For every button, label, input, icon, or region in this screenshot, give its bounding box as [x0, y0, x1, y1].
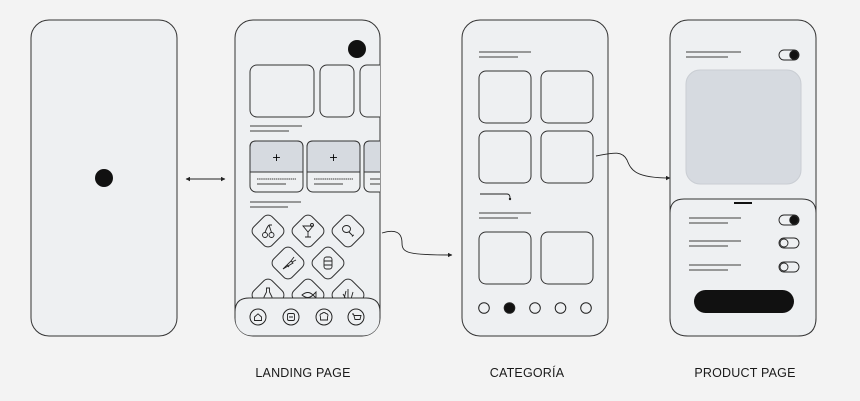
banner-card[interactable]	[319, 64, 355, 118]
add-to-cart-button[interactable]	[694, 290, 794, 313]
caption-product-page: PRODUCT PAGE	[694, 366, 796, 380]
pagination-dot[interactable]	[580, 302, 592, 314]
pagination-dots[interactable]	[478, 302, 592, 314]
toggle-knob	[789, 215, 799, 225]
product-screen	[669, 19, 817, 337]
option-toggle[interactable]	[778, 261, 800, 273]
category-screen	[461, 19, 609, 337]
banner-carousel[interactable]	[249, 64, 400, 118]
nav-cart-icon[interactable]	[347, 308, 365, 326]
product-image	[685, 69, 802, 185]
toggle-knob	[789, 50, 799, 60]
grid-card[interactable]	[478, 70, 532, 124]
bottom-nav-bar	[235, 297, 380, 336]
grid-card[interactable]	[478, 231, 532, 285]
pagination-dot[interactable]	[529, 302, 541, 314]
toggle-knob	[779, 262, 789, 272]
toggle-knob	[779, 238, 789, 248]
chicken-leg-icon[interactable]	[330, 213, 367, 250]
pagination-dot[interactable]	[554, 302, 567, 314]
cherries-icon[interactable]	[250, 213, 287, 250]
carrot-icon[interactable]	[270, 245, 307, 282]
add-icon[interactable]: +	[272, 151, 281, 164]
avatar[interactable]	[348, 40, 366, 58]
grid-card[interactable]	[540, 231, 594, 285]
grid-card[interactable]	[540, 70, 594, 124]
cocktail-icon[interactable]	[290, 213, 327, 250]
banner-card[interactable]	[249, 64, 315, 118]
favorite-toggle[interactable]	[778, 49, 800, 61]
category-product-grid	[478, 70, 594, 184]
caption-category-page: CATEGORÍA	[489, 366, 565, 380]
nav-chef-hat-icon[interactable]	[315, 308, 333, 326]
barrel-icon[interactable]	[310, 245, 347, 282]
landing-screen: + +	[234, 19, 417, 337]
nav-promo-icon[interactable]	[282, 308, 300, 326]
grid-card[interactable]	[540, 130, 594, 184]
product-card-row: + +	[249, 140, 417, 193]
product-card[interactable]: +	[249, 140, 304, 193]
grid-card[interactable]	[478, 130, 532, 184]
connector-category-product	[595, 152, 671, 181]
product-card[interactable]	[363, 140, 417, 193]
pagination-dot-active[interactable]	[503, 302, 516, 314]
product-card[interactable]: +	[306, 140, 361, 193]
bottom-sheet	[669, 198, 817, 337]
splash-logo-dot	[95, 169, 113, 187]
add-icon[interactable]: +	[329, 151, 338, 164]
option-toggle[interactable]	[778, 237, 800, 249]
option-toggle[interactable]	[778, 214, 800, 226]
nav-home-icon[interactable]	[249, 308, 267, 326]
banner-card[interactable]	[359, 64, 400, 118]
pagination-dot[interactable]	[478, 302, 490, 314]
splash-screen	[30, 19, 178, 337]
connector-landing-category	[381, 230, 453, 258]
caption-landing-page: LANDING PAGE	[255, 366, 351, 380]
see-more-link[interactable]	[480, 193, 511, 199]
